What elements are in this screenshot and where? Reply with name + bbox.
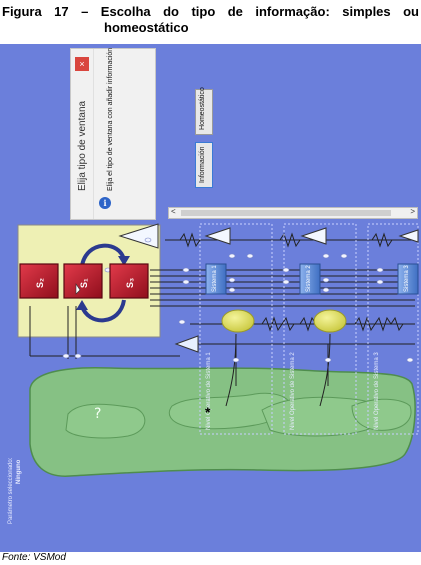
amplifier-triangle-low xyxy=(174,335,199,353)
resistor-3 xyxy=(371,232,393,248)
node-s2 xyxy=(19,263,59,299)
homeostatic-button[interactable]: Homeostático xyxy=(195,87,213,135)
operation-block-1 xyxy=(205,263,227,295)
resistor-5 xyxy=(354,316,404,332)
figure-caption: Figura 17 – Escolha do tipo de informaçã… xyxy=(0,4,421,36)
scrollbar-thumb[interactable] xyxy=(181,210,391,216)
cycle-arrow-bottom xyxy=(80,299,126,323)
operation-block-3 xyxy=(397,263,419,295)
node-s2-label: S₂ xyxy=(35,277,45,288)
environment-region-1 xyxy=(65,403,146,439)
operation-block-1-label: Sistema 1 xyxy=(212,265,218,292)
scroll-left-arrow-icon[interactable]: < xyxy=(171,207,176,216)
resistor-4 xyxy=(261,316,317,332)
environment-asterisk: * xyxy=(205,404,211,420)
node-s1 xyxy=(63,263,103,299)
information-button[interactable]: Información xyxy=(195,142,213,188)
selected-parameter-label: Parámetro seleccionado: xyxy=(8,457,14,524)
dialog-question: Elija el tipo de ventana con añadir info… xyxy=(107,47,114,191)
yellow-ellipse-1 xyxy=(221,309,255,333)
information-button-label: Información xyxy=(199,146,206,183)
vsm-diagram-canvas xyxy=(17,223,419,477)
objective-label-2: Nivel Operativo de Sistema 2 xyxy=(290,352,296,430)
source-note: Fonte: VSMod xyxy=(2,552,66,563)
dialog-title: Elija tipo de ventana xyxy=(77,100,88,191)
node-s1-label: S₁ xyxy=(79,278,89,288)
info-icon: i xyxy=(99,197,111,209)
yellow-ellipse-2 xyxy=(313,309,347,333)
node-s3-label: S₃ xyxy=(125,277,135,288)
figure-caption-line1: Figura 17 – Escolha do tipo de informaçã… xyxy=(2,4,419,19)
dialog-title-bar: × Elija tipo de ventana xyxy=(71,49,94,219)
selected-parameter-value: Ninguno xyxy=(16,459,22,484)
system-frame-3 xyxy=(367,223,419,435)
environment-region-4 xyxy=(351,398,412,431)
cycle-arrow-top xyxy=(80,243,126,267)
node-s3 xyxy=(109,263,149,299)
amplifier-triangle-1 xyxy=(204,227,231,245)
objective-label-3: Nivel Operativo de Sistema 3 xyxy=(374,352,380,430)
scroll-right-arrow-icon[interactable]: > xyxy=(410,207,415,216)
homeostatic-button-label: Homeostático xyxy=(199,87,206,130)
window-type-dialog: × Elija tipo de ventana Elija el tipo de… xyxy=(70,47,213,220)
mouse-cursor-icon xyxy=(75,283,81,295)
operation-block-2-label: Sistema 2 xyxy=(306,265,312,292)
vsmod-screenshot: S₂ S₁ S₃ Sistema 1 Sistema 2 Sistema 3 N… xyxy=(0,44,421,552)
resistor-1 xyxy=(179,232,201,248)
system-frame-1 xyxy=(199,223,273,435)
environment-question-mark: ? xyxy=(94,406,102,422)
operation-block-2 xyxy=(299,263,321,295)
system-frame-2 xyxy=(283,223,357,435)
resistor-2 xyxy=(279,232,301,248)
amplifier-triangle-3 xyxy=(398,229,419,243)
operation-block-3-label: Sistema 3 xyxy=(404,265,410,292)
figure-caption-line2: homeostático xyxy=(104,20,189,35)
horizontal-scrollbar[interactable]: < > xyxy=(168,207,418,219)
amplifier-triangle-2 xyxy=(300,227,327,245)
dialog-close-button[interactable]: × xyxy=(75,57,89,71)
